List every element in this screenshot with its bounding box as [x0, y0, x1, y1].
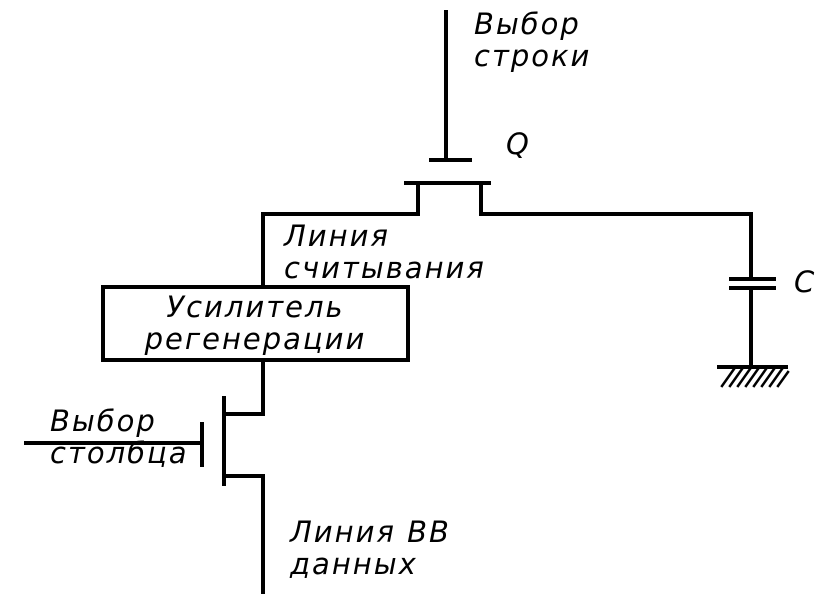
transistor-q-drain [479, 181, 753, 279]
amplifier-label: Усилитель регенерации [105, 291, 406, 355]
column-select-label-line-1: Выбор [50, 404, 157, 438]
data-io-line-label-line-1: Линия ВВ [290, 515, 451, 549]
read-line-label: Линия считывания [284, 220, 486, 284]
data-io-wire [226, 474, 265, 594]
amplifier-label-line-1: Усилитель [166, 290, 345, 324]
row-select-label-line-2: строки [474, 39, 592, 73]
column-select-label-line-2: столбца [50, 436, 189, 470]
data-io-line-label-line-2: данных [290, 547, 418, 581]
column-select-label: Выбор столбца [50, 405, 189, 469]
read-line-label-line-2: считывания [284, 251, 486, 285]
regeneration-amplifier: Усилитель регенерации [101, 285, 410, 362]
read-line-label-line-1: Линия [284, 219, 390, 253]
ground-hatch [720, 367, 790, 388]
amplifier-label-line-2: регенерации [144, 322, 367, 356]
row-select-label: Выбор строки [474, 8, 591, 72]
capacitor-c-label: C [794, 265, 817, 299]
transistor-q-label: Q [506, 127, 531, 161]
amplifier-output-wire [226, 356, 265, 416]
row-select-label-line-1: Выбор [474, 7, 581, 41]
transistor-q-source [261, 181, 420, 216]
data-io-line-label: Линия ВВ данных [290, 516, 451, 580]
